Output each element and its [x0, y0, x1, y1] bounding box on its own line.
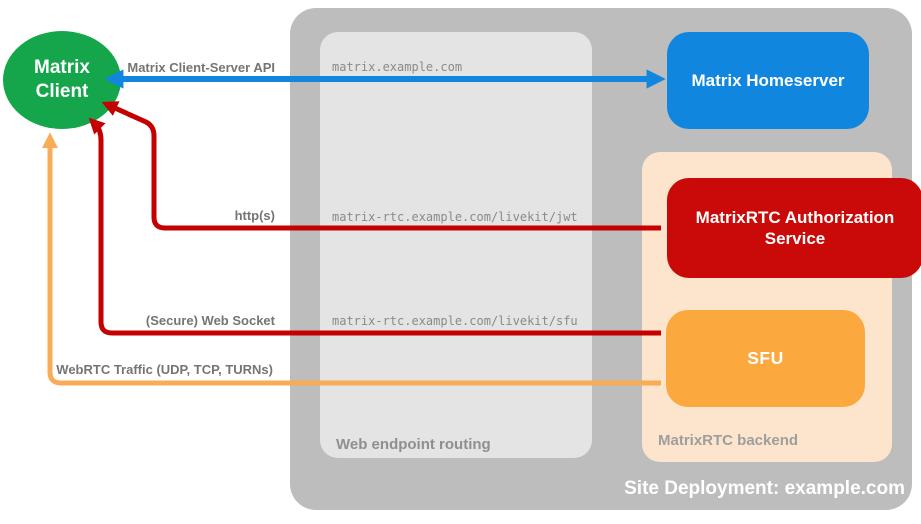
sfu-label: SFU [747, 347, 784, 368]
https-arrow-label: http(s) [234, 208, 275, 223]
matrixrtc-backend-caption: MatrixRTC backend [658, 432, 799, 449]
site-deployment-caption: Site Deployment: example.com [624, 478, 905, 499]
sfu-node: SFU [666, 310, 865, 407]
matrix-client-node: Matrix Client [3, 31, 121, 129]
web-endpoint-routing-container [320, 32, 592, 458]
matrixrtc-authorization-service-node: MatrixRTC Authorization Service [667, 178, 921, 278]
matrix-client-label: Matrix Client [34, 57, 90, 102]
matrixrtc-authorization-service-label: MatrixRTC Authorization Service [695, 207, 895, 248]
web-socket-arrow-label: (Secure) Web Socket [145, 313, 275, 328]
matrix-homeserver-node: Matrix Homeserver [667, 32, 869, 129]
endpoint-url-livekit-jwt: matrix-rtc.example.com/livekit/jwt [332, 210, 578, 224]
client-server-api-arrow-label: Matrix Client-Server API [127, 60, 275, 75]
matrix-homeserver-label: Matrix Homeserver [691, 70, 845, 90]
endpoint-url-homeserver: matrix.example.com [332, 60, 463, 74]
web-endpoint-routing-caption: Web endpoint routing [336, 436, 491, 453]
webrtc-traffic-arrow-label: WebRTC Traffic (UDP, TCP, TURNs) [56, 362, 273, 377]
endpoint-url-livekit-sfu: matrix-rtc.example.com/livekit/sfu [332, 314, 578, 328]
